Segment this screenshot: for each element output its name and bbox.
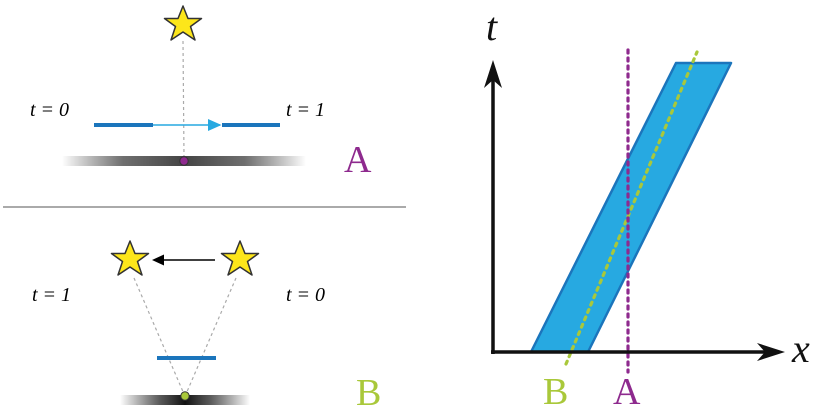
arrow-head-icon bbox=[152, 255, 164, 266]
observer-b-worldline bbox=[566, 52, 697, 364]
t-axis-label: t bbox=[486, 4, 498, 49]
star-icon-t0 bbox=[222, 241, 259, 275]
label-t1-b: t = 1 bbox=[32, 284, 71, 306]
label-t1: t = 1 bbox=[286, 99, 325, 121]
label-t0: t = 0 bbox=[30, 99, 69, 121]
star-icon-t1 bbox=[112, 241, 149, 275]
sight-line bbox=[183, 41, 184, 158]
x-axis-label: x bbox=[791, 326, 810, 371]
worldline-label-b: B bbox=[543, 371, 568, 410]
label-t0-b: t = 0 bbox=[286, 284, 325, 306]
worldline-label-a: A bbox=[613, 371, 641, 410]
panel-b: t = 1 t = 0 B bbox=[32, 241, 381, 410]
star-icon bbox=[165, 6, 202, 40]
spacetime-diagram: t x B A bbox=[484, 4, 810, 410]
panel-label-a: A bbox=[344, 139, 372, 181]
panel-a: t = 0 t = 1 A bbox=[30, 6, 372, 181]
observer-dot bbox=[180, 157, 188, 165]
sight-line-left bbox=[134, 278, 184, 394]
observer-dot-b bbox=[181, 392, 189, 400]
panel-label-b: B bbox=[356, 372, 381, 410]
sight-line-right bbox=[186, 278, 236, 394]
